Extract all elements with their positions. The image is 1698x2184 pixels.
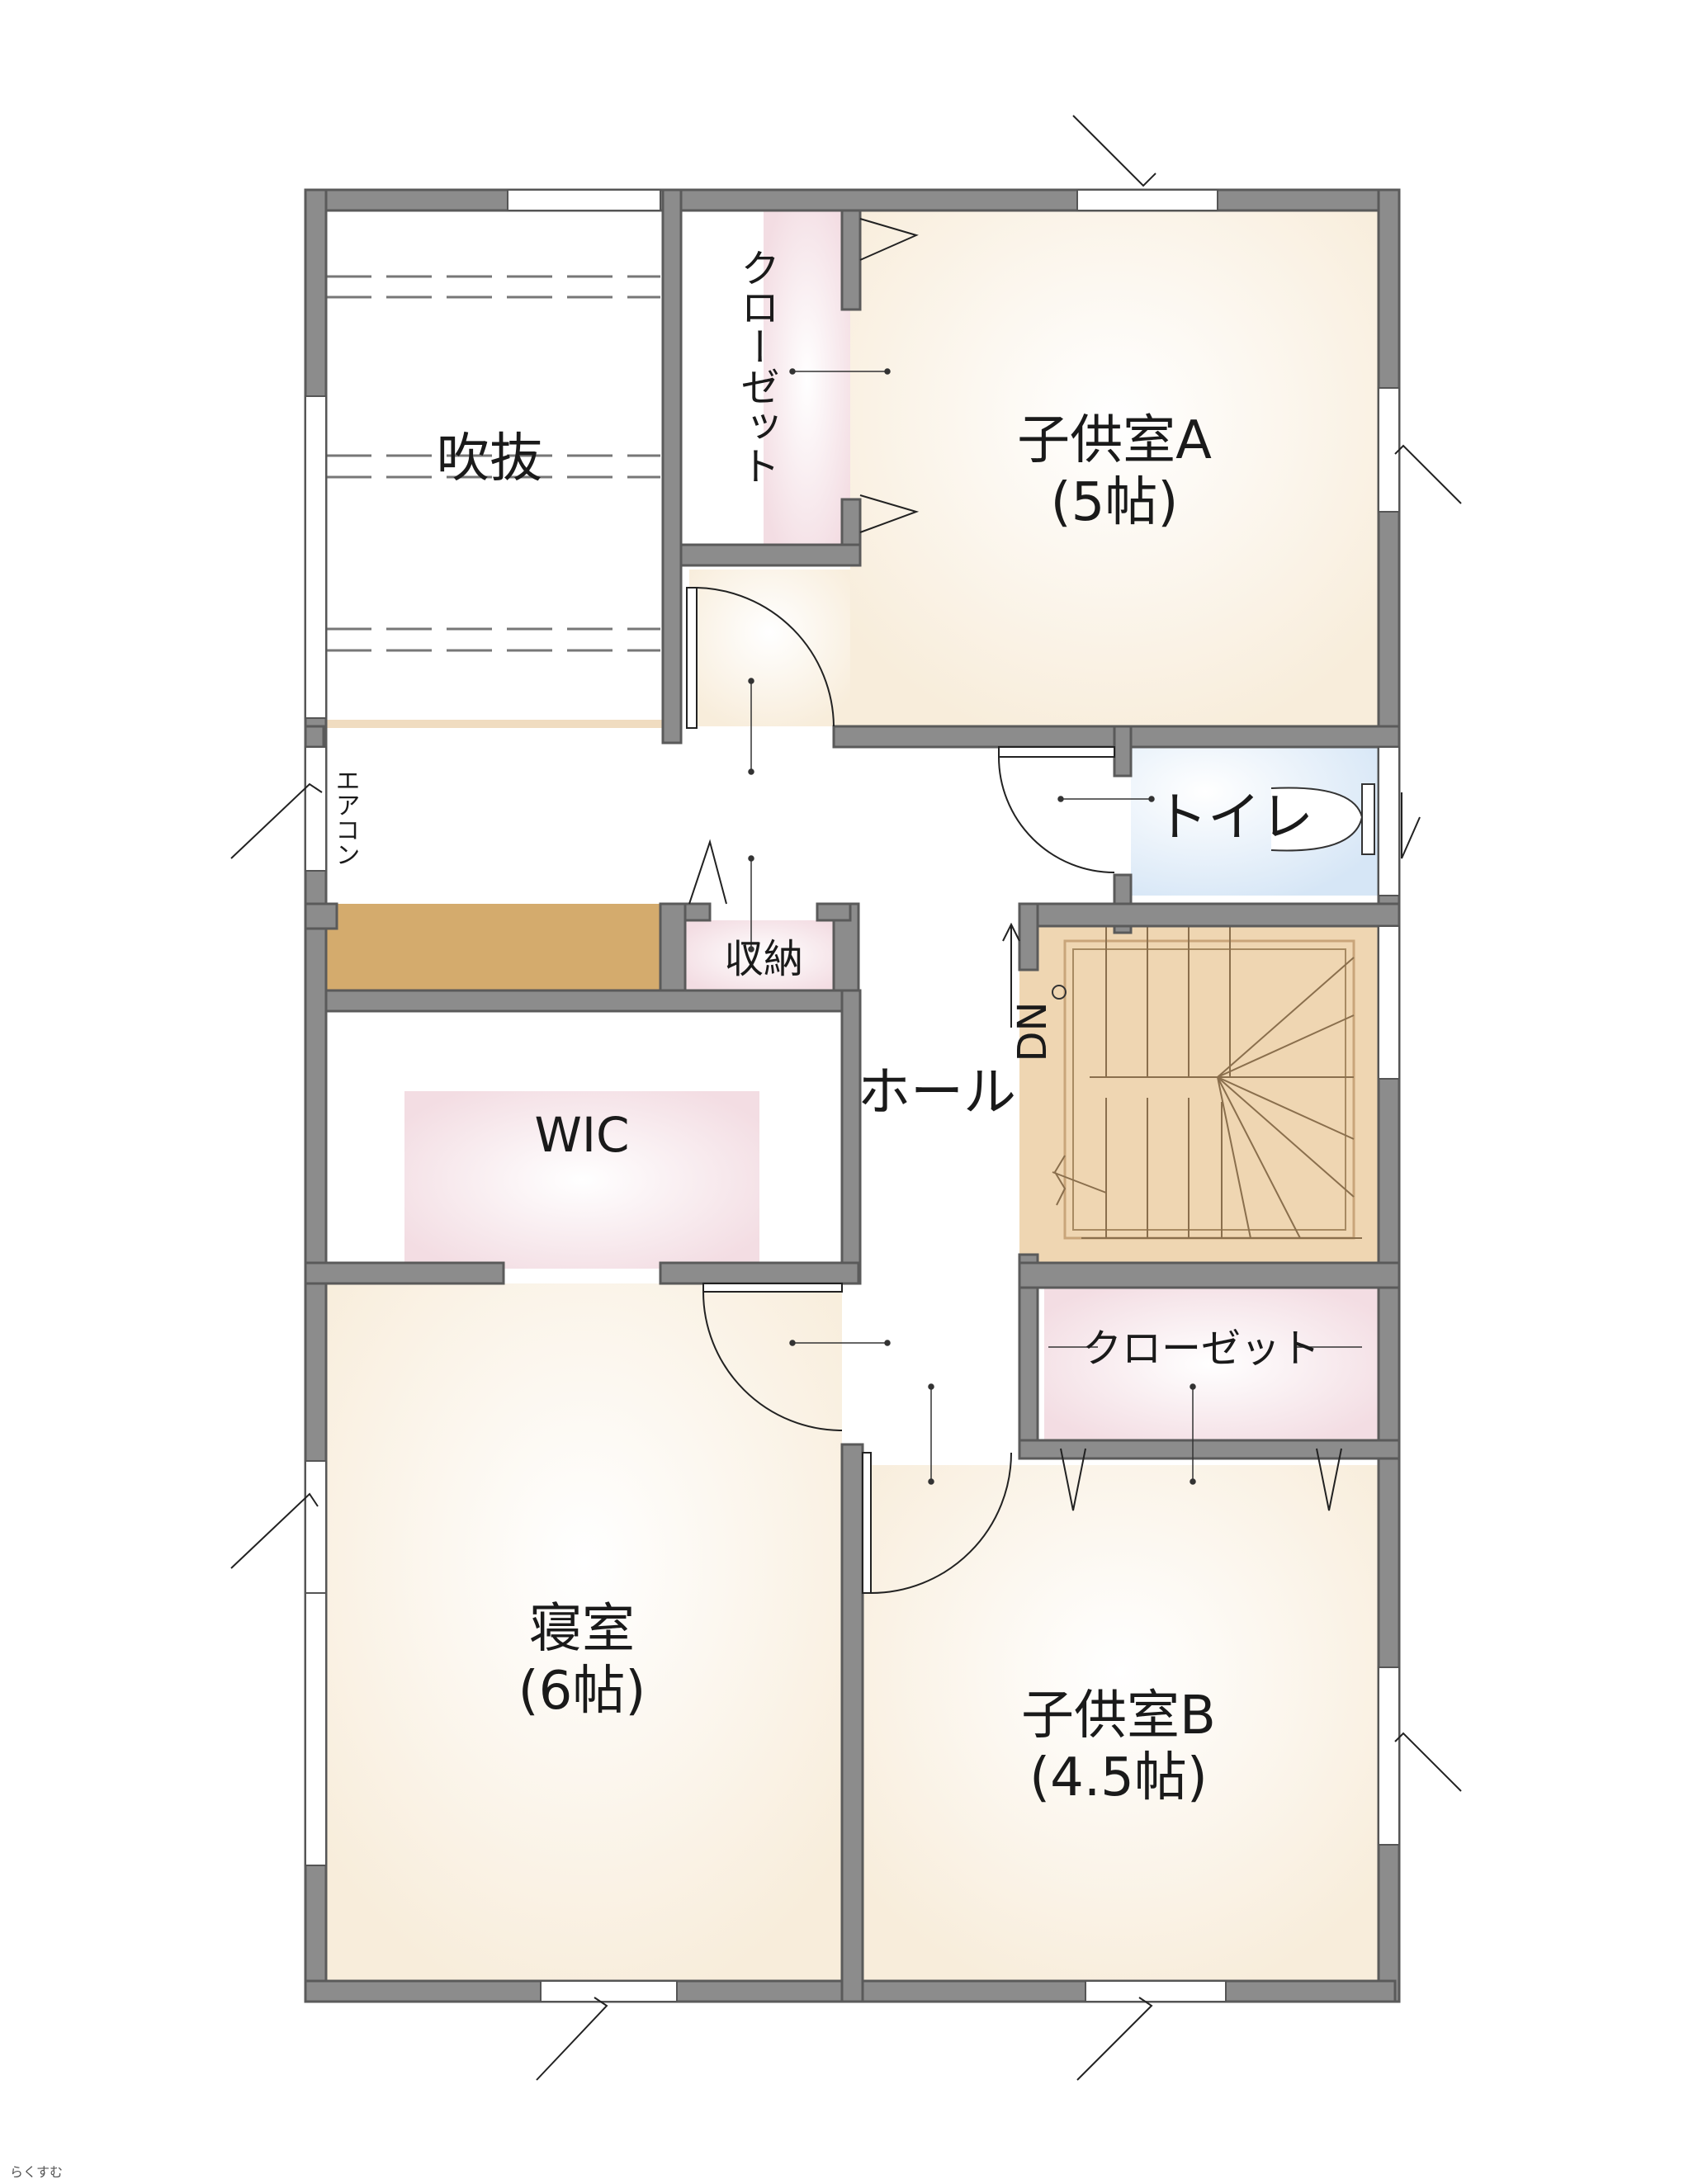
windows: [305, 189, 1400, 2002]
hall-label: ホール: [858, 1062, 1016, 1123]
brand-logo: らくすむ: [10, 2164, 64, 2180]
kids-room-a-size: (5帖): [1051, 472, 1179, 533]
wic-floor: [404, 1091, 759, 1269]
storage-label: 収納: [724, 936, 803, 982]
closet-b-floor: [1044, 1288, 1379, 1440]
toilet-label: トイレ: [1155, 787, 1313, 849]
bedroom-name: 寝室: [529, 1599, 635, 1660]
closet-b-label: クローゼット: [1082, 1326, 1320, 1372]
doors: [686, 218, 1342, 1594]
bedroom-size: (6帖): [518, 1661, 646, 1722]
closet-a-floor: [764, 210, 850, 549]
door-vestibule-floor: [689, 570, 850, 726]
kids-room-b-floor: [863, 1465, 1379, 1981]
light-markers: [748, 368, 1362, 1485]
kids-room-a-name: 子供室A: [1017, 410, 1212, 471]
kids-room-b-size: (4.5帖): [1029, 1747, 1208, 1808]
bench-counter: [326, 904, 663, 990]
staircase: [1019, 926, 1379, 1265]
toilet-fixture-icon: [1270, 783, 1375, 855]
closet-a-label: クローゼット: [733, 248, 779, 485]
aircon-label: エアコン: [331, 768, 360, 867]
kids-room-b-name: 子供室B: [1021, 1685, 1216, 1747]
storage-floor: [685, 920, 842, 990]
kids-room-a-floor: [850, 210, 1379, 726]
void-label: 吹抜: [437, 428, 542, 489]
wic-label: WIC: [535, 1107, 630, 1163]
walls: [304, 188, 1401, 2003]
stairs-down-label: DN: [1010, 1002, 1056, 1062]
window-swing-marks: [230, 115, 1462, 2081]
